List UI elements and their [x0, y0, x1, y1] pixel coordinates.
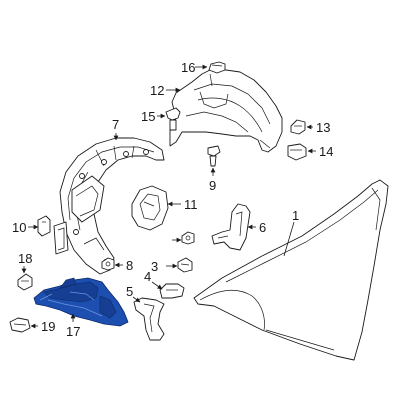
- part-17-splash-shield: [33, 277, 129, 327]
- callout-15: 15: [141, 109, 155, 124]
- part-3-clip: [177, 257, 193, 273]
- callout-7: 7: [112, 117, 119, 132]
- part-7-wheel-liner: [53, 137, 165, 275]
- part-9-push-pin: [207, 145, 221, 167]
- callout-6: 6: [259, 220, 266, 235]
- callout-18: 18: [18, 251, 32, 266]
- callout-4: 4: [144, 269, 151, 284]
- leader-5: [132, 296, 141, 303]
- callout-14: 14: [319, 144, 333, 159]
- leader-1: [283, 221, 295, 257]
- part-16-clip: [208, 61, 226, 74]
- callout-1: 1: [292, 208, 299, 223]
- part-1-fender: [193, 179, 389, 361]
- part-18-clip: [17, 273, 33, 291]
- part-2-screw: [181, 231, 195, 245]
- leader-4: [151, 281, 163, 290]
- callout-8: 8: [126, 258, 133, 273]
- callout-13: 13: [316, 120, 330, 135]
- callout-12: 12: [150, 83, 164, 98]
- part-14-clip: [287, 143, 307, 161]
- part-4-bracket: [159, 283, 185, 299]
- callout-16: 16: [181, 60, 195, 75]
- part-11-bracket: [131, 185, 169, 231]
- part-15-screw: [165, 107, 181, 131]
- part-13-clip: [290, 119, 306, 135]
- part-12-liner-cover: [169, 67, 283, 153]
- part-10-clip: [37, 215, 51, 237]
- part-5-bracket: [133, 297, 165, 341]
- part-6-bracket: [211, 203, 251, 251]
- callout-9: 9: [209, 178, 216, 193]
- callout-labels: 16 12 15 9 13 14 7 10 11 3 8 6 4 5 1 17 …: [12, 60, 333, 339]
- callout-17: 17: [66, 324, 80, 339]
- callout-3: 3: [151, 259, 158, 274]
- callout-19: 19: [41, 319, 55, 334]
- part-19-clip: [9, 317, 31, 333]
- callout-5: 5: [126, 284, 133, 299]
- callout-11: 11: [184, 197, 198, 212]
- callout-10: 10: [12, 220, 26, 235]
- leader-lines: [21, 64, 316, 329]
- part-8-screw: [101, 257, 115, 271]
